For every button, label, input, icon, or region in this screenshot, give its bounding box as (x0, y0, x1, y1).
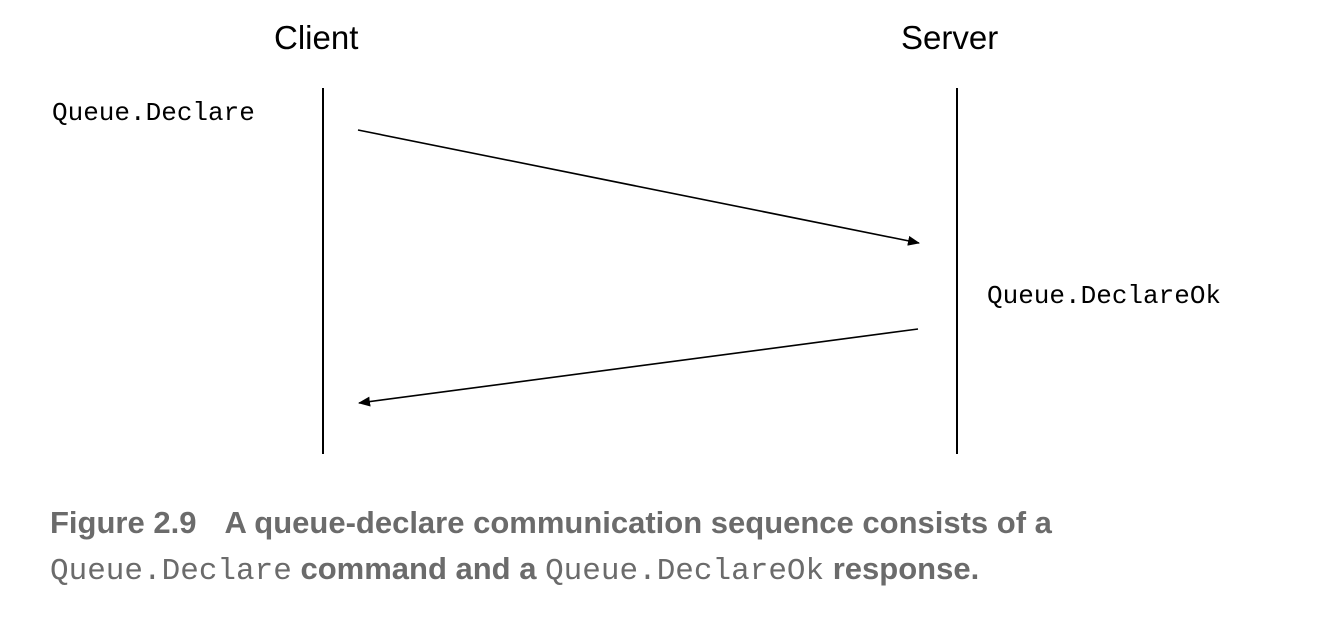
caption-code-declare-ok: Queue.DeclareOk (545, 554, 825, 589)
client-lane-title: Client (274, 19, 359, 56)
caption-code-declare: Queue.Declare (50, 554, 292, 589)
server-lane-title: Server (901, 19, 999, 56)
figure-number: Figure 2.9 (50, 505, 197, 540)
caption-text-3: response. (824, 551, 980, 586)
queue-declare-label: Queue.Declare (52, 98, 255, 128)
caption-text-1: A queue-declare communication sequence c… (224, 505, 1052, 540)
declare-arrow (357, 129, 920, 246)
figure-caption: Figure 2.9 A queue-declare communication … (50, 500, 1310, 595)
caption-text-2: command and a (291, 551, 546, 586)
queue-declare-ok-label: Queue.DeclareOk (987, 281, 1222, 311)
declare-ok-arrow (358, 328, 919, 407)
